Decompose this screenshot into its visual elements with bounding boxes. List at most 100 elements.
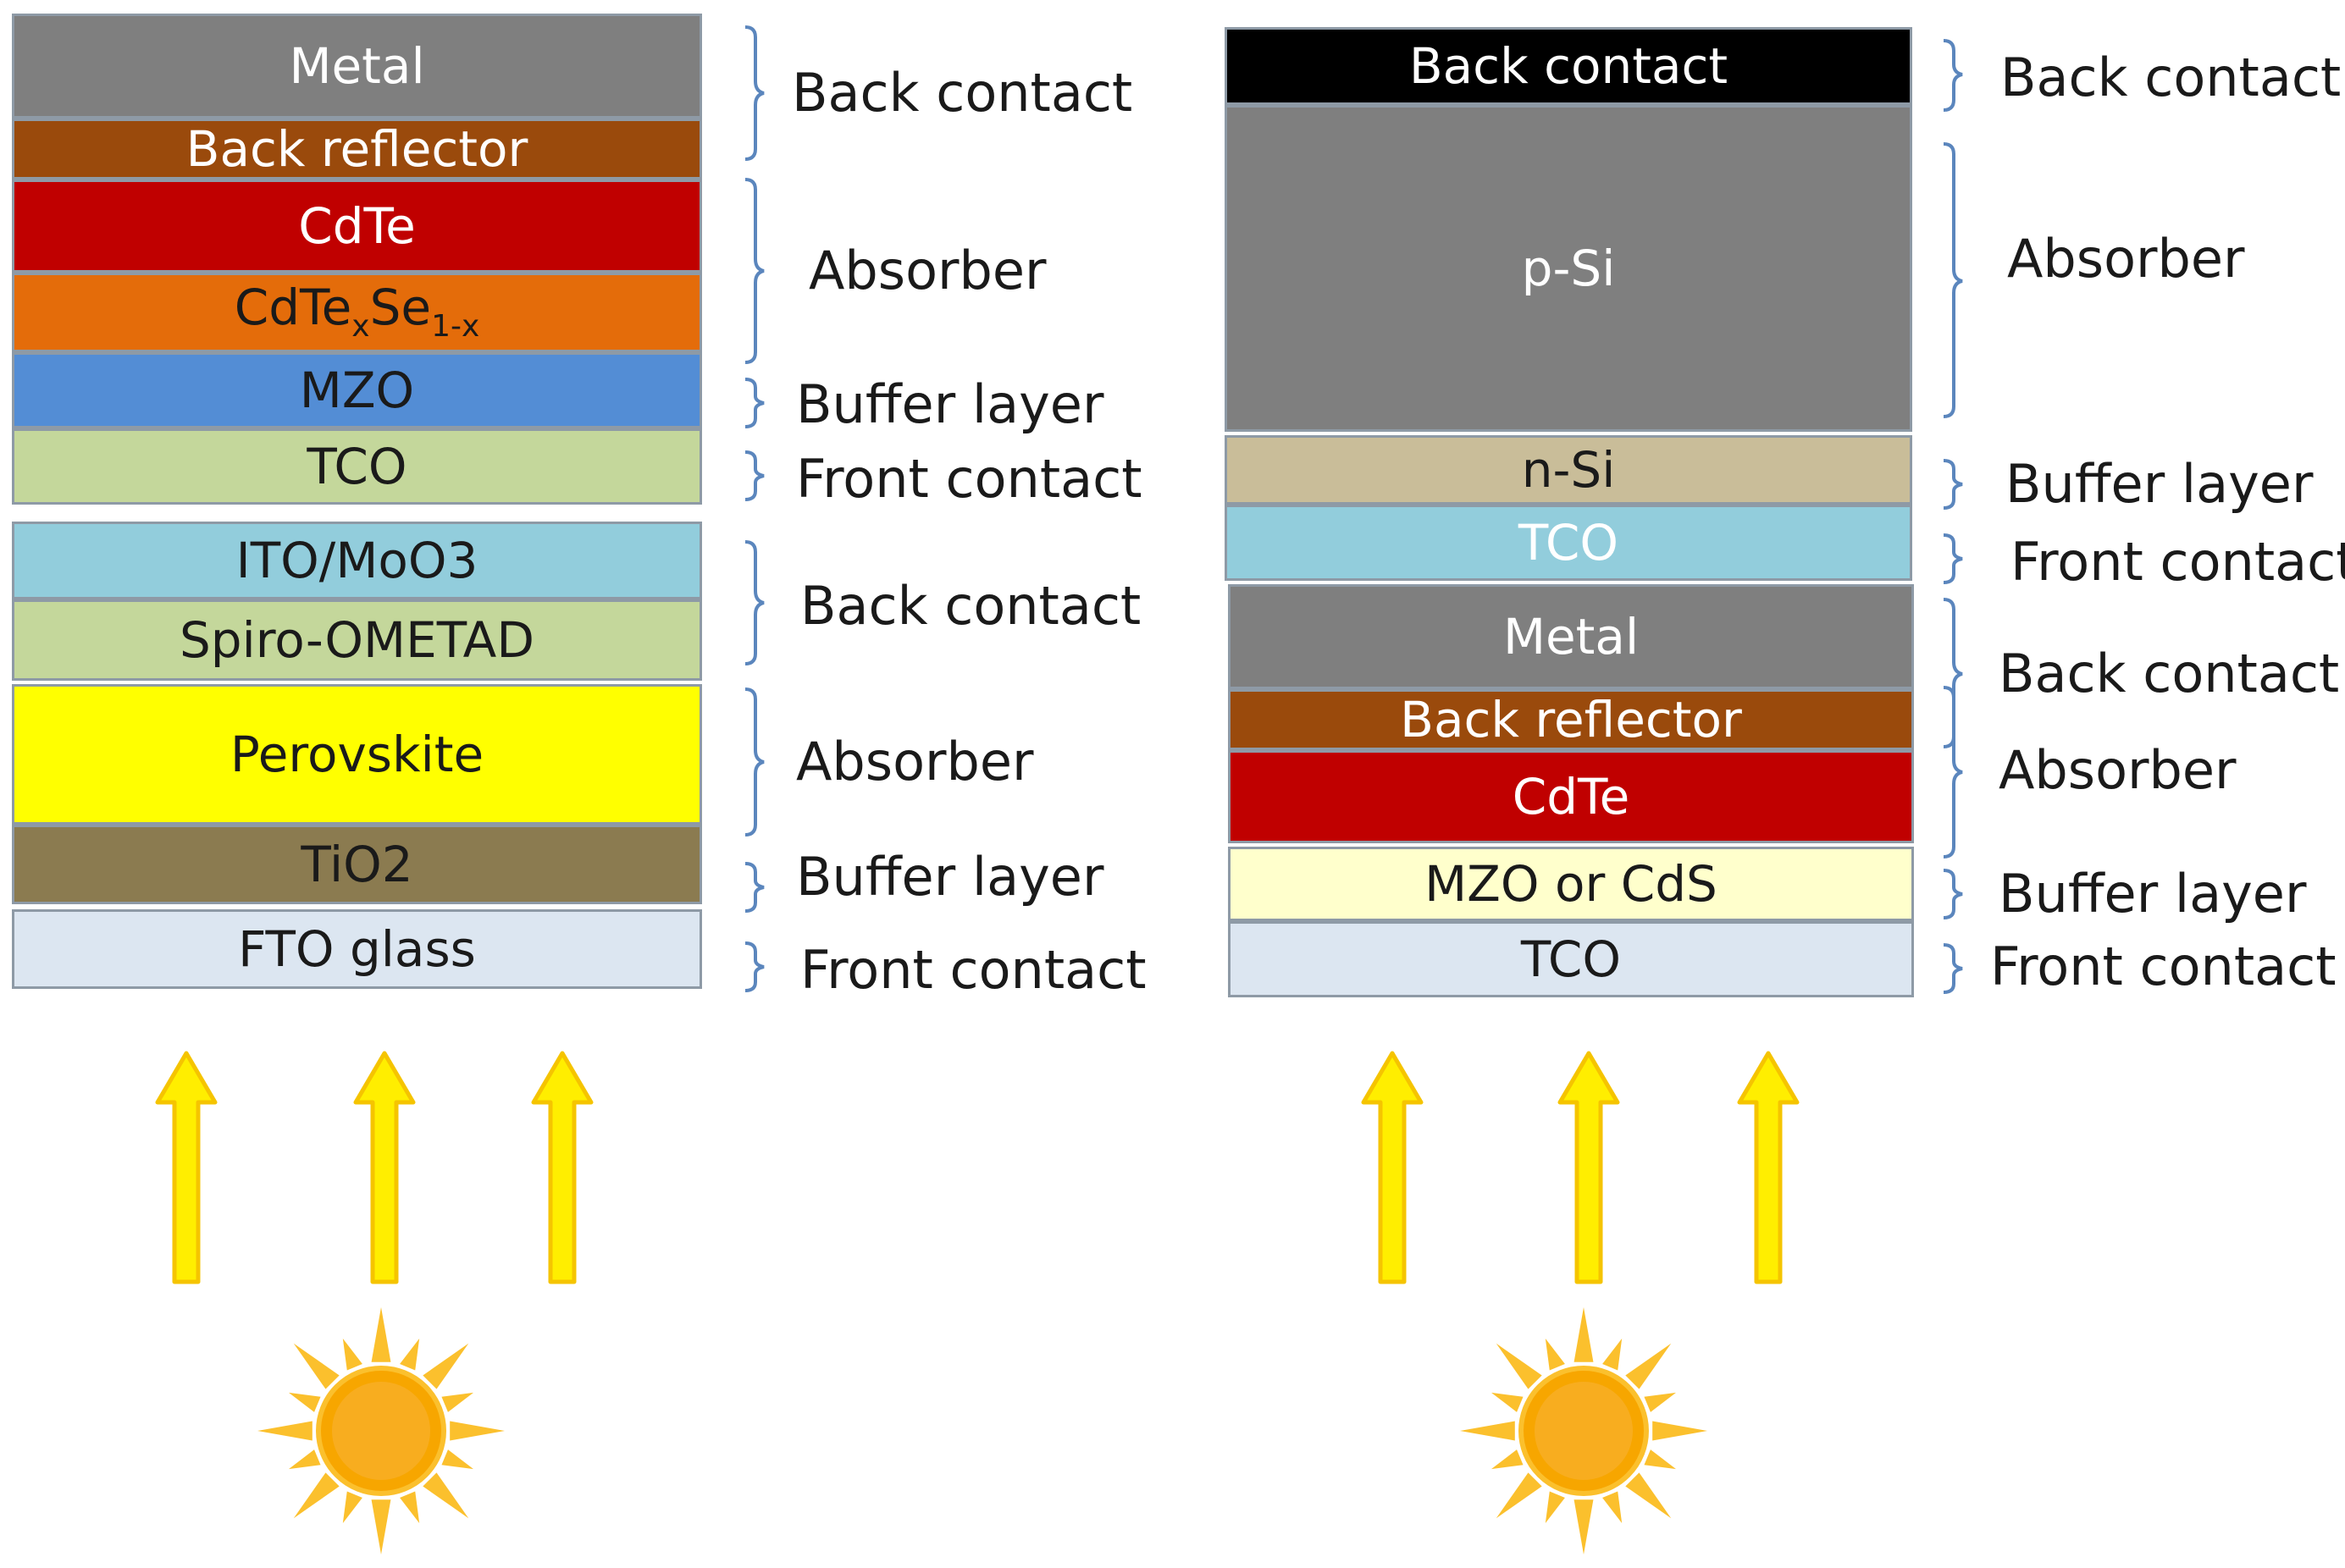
brace: [1943, 869, 1963, 919]
label-front-contact: Front contact: [796, 448, 1142, 510]
brace: [744, 687, 765, 836]
sun-ray: [371, 1499, 391, 1554]
layer-metal: Metal: [1228, 584, 1914, 689]
brace: [744, 25, 765, 161]
label-buffer-layer: Buffer layer: [796, 846, 1104, 908]
layer-spiro-ometad: Spiro-OMETAD: [12, 599, 702, 681]
sun-icon: [1460, 1307, 1707, 1554]
label-front-contact: Front contact: [2010, 531, 2345, 593]
brace: [1943, 39, 1963, 112]
layer-label: TCO: [1518, 514, 1619, 571]
sun-ray: [423, 1343, 469, 1389]
layer-label: Back contact: [1408, 37, 1728, 95]
layer-label: MZO: [299, 362, 415, 419]
sun-ray: [1652, 1421, 1707, 1441]
layer-n-si: n-Si: [1225, 435, 1912, 505]
layer-tco: TCO: [12, 428, 702, 505]
sun-ray: [1460, 1421, 1515, 1441]
layer-cdte: CdTe: [12, 179, 702, 273]
layer-p-si: p-Si: [1225, 105, 1912, 432]
sun-ray: [1625, 1343, 1672, 1389]
layer-mzo: MZO: [12, 352, 702, 428]
sun-ray: [371, 1307, 391, 1362]
sun-ray: [441, 1392, 474, 1412]
layer-ito-moo3: ITO/MoO3: [12, 522, 702, 599]
layer-back-reflector: Back reflector: [12, 119, 702, 179]
label-absorber: Absorber: [2007, 228, 2245, 290]
layer-label: ITO/MoO3: [235, 532, 478, 589]
layer-label: TCO: [1520, 930, 1622, 988]
sun-ray: [1573, 1307, 1594, 1362]
layer-label: Metal: [1502, 608, 1640, 665]
up-arrow-icon: [1557, 1051, 1620, 1284]
up-arrow-icon: [353, 1051, 416, 1284]
up-arrow-icon: [531, 1051, 594, 1284]
label-back-contact: Back contact: [1999, 643, 2340, 704]
layer-label: CdTe: [1512, 768, 1630, 825]
sun-ray: [1496, 1472, 1542, 1519]
layer-label: TCO: [307, 438, 407, 495]
sun-ray: [288, 1449, 321, 1470]
up-arrow-icon: [1737, 1051, 1800, 1284]
brace: [1943, 459, 1963, 510]
sun-ray: [342, 1338, 362, 1371]
up-arrow-icon: [1361, 1051, 1424, 1284]
sun-ray: [1644, 1449, 1677, 1470]
sun-ray: [1545, 1338, 1565, 1371]
layer-mzo-or-cds: MZO or CdS: [1228, 847, 1914, 921]
layer-back-contact: Back contact: [1225, 27, 1912, 105]
sun-ray: [1573, 1499, 1594, 1554]
layer-label: MZO or CdS: [1424, 855, 1717, 913]
brace: [744, 178, 765, 364]
layer-perovskite: Perovskite: [12, 684, 702, 825]
label-back-contact: Back contact: [2000, 47, 2342, 108]
sun-ray: [450, 1421, 505, 1441]
label-absorber: Absorber: [796, 731, 1034, 792]
sun-ray: [1491, 1449, 1524, 1470]
brace: [1943, 943, 1963, 994]
brace: [744, 941, 765, 992]
layer-label: FTO glass: [238, 920, 476, 978]
brace: [1943, 533, 1963, 584]
layer-tio2: TiO2: [12, 825, 702, 904]
brace: [744, 540, 765, 665]
layer-label: Back reflector: [1400, 691, 1742, 748]
layer-label: n-Si: [1521, 441, 1616, 499]
layer-label: CdTexSe1-x: [234, 279, 480, 344]
layer-label: TiO2: [301, 836, 413, 893]
sun-ray: [342, 1491, 362, 1524]
label-back-contact: Back contact: [800, 575, 1142, 637]
sun-ray: [1496, 1343, 1542, 1389]
sun-ray: [293, 1472, 340, 1519]
label-buffer-layer: Buffer layer: [1999, 863, 2307, 925]
sun-ray: [423, 1472, 469, 1519]
sun-ray: [1491, 1392, 1524, 1412]
label-buffer-layer: Buffer layer: [796, 373, 1104, 435]
sun-ray: [1602, 1338, 1623, 1371]
layer-label: p-Si: [1521, 240, 1616, 297]
brace: [744, 378, 765, 428]
label-absorber: Absorber: [1999, 739, 2237, 801]
sun-ray: [257, 1421, 312, 1441]
sun-ray: [293, 1343, 340, 1389]
layer-metal: Metal: [12, 14, 702, 119]
up-arrow-icon: [155, 1051, 218, 1284]
layer-tco: TCO: [1228, 921, 1914, 997]
sun-ray: [288, 1392, 321, 1412]
sun-ray: [1545, 1491, 1565, 1524]
layer-label: Spiro-OMETAD: [179, 611, 535, 669]
brace: [1943, 142, 1963, 418]
layer-label: CdTe: [298, 197, 416, 255]
sun-icon: [257, 1307, 505, 1554]
layer-cdtese: CdTexSe1-x: [12, 273, 702, 352]
label-back-contact: Back contact: [792, 62, 1133, 124]
label-absorber: Absorber: [809, 240, 1047, 301]
layer-fto-glass: FTO glass: [12, 909, 702, 989]
label-front-contact: Front contact: [800, 939, 1147, 1001]
sun-ray: [1625, 1472, 1672, 1519]
label-buffer-layer: Buffer layer: [2005, 453, 2314, 515]
sun-ray: [441, 1449, 474, 1470]
layer-label: Metal: [289, 37, 425, 95]
sun-ray: [1644, 1392, 1677, 1412]
sun-ray: [400, 1338, 420, 1371]
